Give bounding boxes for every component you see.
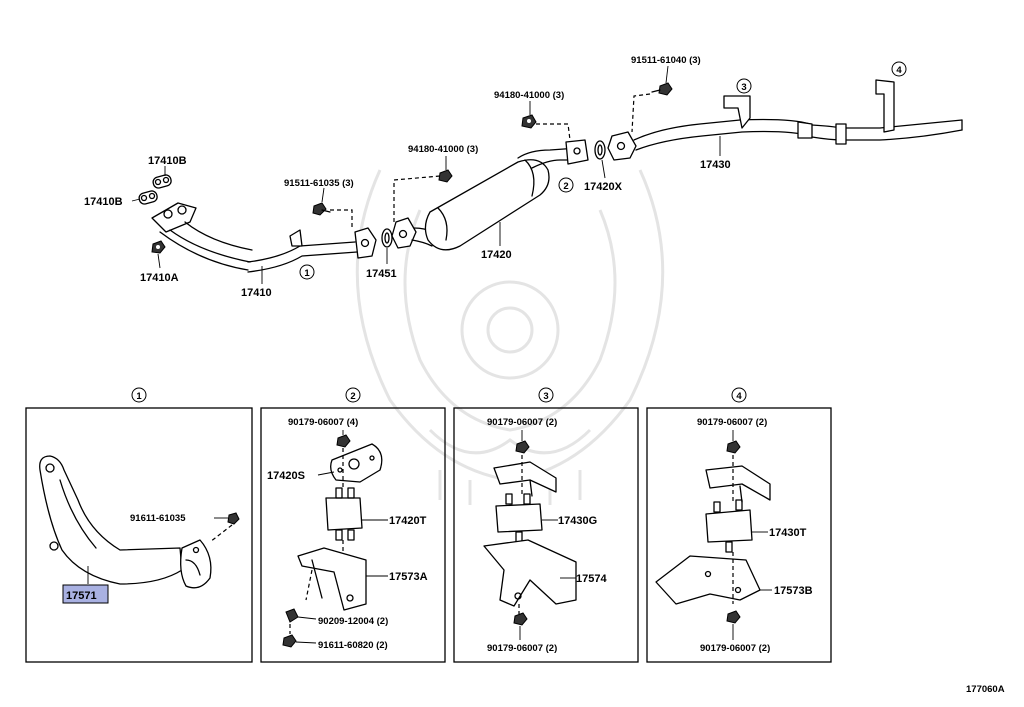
detail-box-3 <box>453 407 639 663</box>
label-17451[interactable]: 17451 <box>366 268 397 280</box>
detail-header-4: 4 <box>731 387 747 403</box>
label-91511-61035[interactable]: 91511-61035 (3) <box>284 178 354 189</box>
callout-4-main: 4 <box>891 61 907 77</box>
svg-text:4: 4 <box>896 65 902 76</box>
nut-90179-06007-box3-bottom[interactable] <box>513 612 528 626</box>
label-94180-41000-right[interactable]: 94180-41000 (3) <box>494 90 564 101</box>
label-90179-06007-box3-bottom[interactable]: 90179-06007 (2) <box>487 643 557 654</box>
gasket-17410B-left[interactable] <box>138 190 158 205</box>
front-exhaust-pipe-17410[interactable] <box>151 202 377 273</box>
nut-90179-06007-box2[interactable] <box>336 434 351 448</box>
label-17573B[interactable]: 17573B <box>774 585 813 597</box>
nut-94180-41000-left[interactable] <box>438 169 453 183</box>
label-17410[interactable]: 17410 <box>241 287 272 299</box>
label-17420X[interactable]: 17420X <box>584 181 623 193</box>
bolt-91511-61040[interactable] <box>651 82 673 96</box>
gasket-17410B-top[interactable] <box>152 174 172 189</box>
bolt-91511-61035[interactable] <box>312 202 331 216</box>
detail-box-2 <box>260 407 446 663</box>
bolt-91611-61035[interactable] <box>227 512 240 525</box>
nut-90179-06007-box3-top[interactable] <box>515 440 530 454</box>
svg-text:2: 2 <box>350 391 355 402</box>
label-17410B-top[interactable]: 17410B <box>148 155 187 167</box>
label-17420[interactable]: 17420 <box>481 249 512 261</box>
mount-cushion-17430G[interactable] <box>495 493 543 543</box>
bracket-17574[interactable] <box>483 539 577 607</box>
bracket-17573A[interactable] <box>297 547 367 611</box>
label-90209-12004[interactable]: 90209-12004 (2) <box>318 616 388 627</box>
label-17420T[interactable]: 17420T <box>389 515 427 527</box>
bracket-17573B[interactable] <box>655 555 761 605</box>
bolt-91611-60820[interactable] <box>282 634 297 648</box>
hanger-bracket-box3[interactable] <box>493 461 557 497</box>
callout-2-main: 2 <box>558 177 574 193</box>
tail-pipe-17430[interactable] <box>607 79 963 161</box>
label-17574[interactable]: 17574 <box>576 573 607 585</box>
label-91611-60820[interactable]: 91611-60820 (2) <box>318 640 388 651</box>
detail-header-1: 1 <box>131 387 147 403</box>
svg-text:1: 1 <box>136 391 142 402</box>
label-17430[interactable]: 17430 <box>700 159 731 171</box>
label-17420S[interactable]: 17420S <box>267 470 305 482</box>
label-90179-06007-box2[interactable]: 90179-06007 (4) <box>288 417 358 428</box>
callout-3-main: 3 <box>736 78 752 94</box>
nut-90179-06007-box4-bottom[interactable] <box>726 610 741 624</box>
callout-1-main: 1 <box>299 264 315 280</box>
highlight-17571 <box>62 584 109 604</box>
bracket-17420S[interactable] <box>330 443 383 483</box>
detail-header-3: 3 <box>538 387 554 403</box>
label-91611-61035[interactable]: 91611-61035 <box>130 513 186 524</box>
label-17573A[interactable]: 17573A <box>389 571 428 583</box>
label-90179-06007-box4-top[interactable]: 90179-06007 (2) <box>697 417 767 428</box>
svg-text:2: 2 <box>563 181 568 192</box>
label-91511-61040[interactable]: 91511-61040 (3) <box>631 55 701 66</box>
gasket-17451[interactable] <box>381 228 393 248</box>
muffler-17420[interactable] <box>391 139 589 251</box>
label-90179-06007-box3-top[interactable]: 90179-06007 (2) <box>487 417 557 428</box>
detail-box-1 <box>25 407 253 663</box>
gasket-17420X[interactable] <box>594 140 606 160</box>
label-17430G[interactable]: 17430G <box>558 515 597 527</box>
mount-cushion-17430T[interactable] <box>705 499 753 553</box>
nut-17410A[interactable] <box>151 240 166 254</box>
nut-94180-41000-right[interactable] <box>521 114 537 129</box>
detail-box-4 <box>646 407 832 663</box>
label-94180-41000-left[interactable]: 94180-41000 (3) <box>408 144 478 155</box>
diagram-code: 177060A <box>966 684 1005 695</box>
svg-text:3: 3 <box>741 82 746 93</box>
svg-text:1: 1 <box>304 268 310 279</box>
mount-cushion-17420T[interactable] <box>325 487 363 541</box>
washer-90209-12004[interactable] <box>285 608 299 623</box>
label-17410B-left[interactable]: 17410B <box>84 196 123 208</box>
label-90179-06007-box4-bottom[interactable]: 90179-06007 (2) <box>700 643 770 654</box>
nut-90179-06007-box4-top[interactable] <box>726 440 741 454</box>
detail-header-2: 2 <box>345 387 361 403</box>
label-17410A[interactable]: 17410A <box>140 272 179 284</box>
label-17430T[interactable]: 17430T <box>769 527 807 539</box>
label-17571[interactable]: 17571 <box>66 590 97 602</box>
svg-text:4: 4 <box>736 391 742 402</box>
pipe-clamp[interactable] <box>180 539 212 589</box>
hanger-bracket-box4[interactable] <box>705 465 771 503</box>
svg-text:3: 3 <box>543 391 548 402</box>
